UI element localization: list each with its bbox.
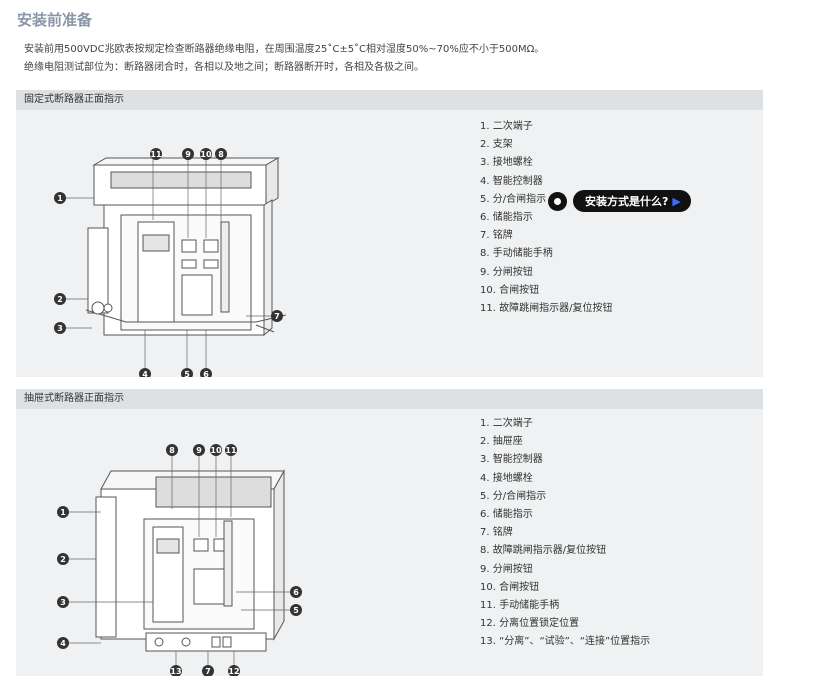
- record-icon[interactable]: [548, 191, 567, 211]
- fixed-callout-1: 1: [54, 192, 66, 204]
- drawout-callout-4: 4: [57, 637, 69, 649]
- svg-text:6: 6: [203, 370, 209, 377]
- drawout-callout-10: 10: [210, 444, 222, 456]
- drawout-callout-11: 11: [225, 444, 237, 456]
- list-item: 2. 抽屉座: [480, 436, 523, 448]
- list-item: 8. 故障跳闸指示器/复位按钮: [480, 545, 607, 557]
- drawout-parts-list: 1. 二次端子 2. 抽屉座 3. 智能控制器 4. 接地螺栓 5. 分/合闸指…: [480, 415, 650, 652]
- drawout-callout-8: 8: [166, 444, 178, 456]
- svg-text:10: 10: [210, 446, 222, 455]
- svg-text:9: 9: [196, 446, 202, 455]
- intro-line-1: 安装前用500VDC兆欧表按规定检查断路器绝缘电阻，在周围温度25˚C±5˚C相…: [24, 44, 545, 55]
- list-item: 1. 二次端子: [480, 121, 533, 132]
- svg-text:11: 11: [225, 446, 237, 455]
- fixed-callout-5: 5: [181, 368, 193, 377]
- drawout-callout-13: 13: [170, 665, 182, 676]
- fixed-panel-header: 固定式断路器正面指示: [16, 90, 763, 110]
- list-item: 12. 分离位置锁定位置: [480, 618, 580, 630]
- list-item: 7. 铭牌: [480, 230, 513, 242]
- list-item: 3. 智能控制器: [480, 454, 543, 466]
- fixed-callout-8: 8: [215, 148, 227, 160]
- list-item: 5. 分/合闸指示: [480, 193, 547, 205]
- fixed-callout-3: 3: [54, 322, 66, 334]
- fixed-breaker-diagram: 11 9 10 8 1 2 3 7 4 5 6: [54, 148, 287, 377]
- list-item: 10. 合闸按钮: [480, 581, 540, 593]
- list-item: 5. 分/合闸指示: [480, 490, 547, 502]
- drawout-leader-lines: [68, 455, 291, 667]
- svg-text:4: 4: [142, 370, 148, 377]
- intro-line-2: 绝缘电阻测试部位为：断路器闭合时，各相以及地之间；断路器断开时，各相及各极之间。: [24, 62, 424, 73]
- play-arrow-icon: ▶: [672, 194, 681, 208]
- fixed-breaker-panel: 固定式断路器正面指示: [16, 90, 763, 377]
- drawout-breaker-panel: 抽屉式断路器正面指示: [16, 389, 763, 676]
- svg-text:8: 8: [218, 150, 224, 159]
- fixed-callout-10: 10: [200, 148, 212, 160]
- drawout-callout-12: 12: [228, 665, 240, 676]
- svg-text:3: 3: [57, 324, 63, 333]
- drawout-panel-header: 抽屉式断路器正面指示: [16, 389, 763, 409]
- svg-text:9: 9: [185, 150, 191, 159]
- fixed-callout-4: 4: [139, 368, 151, 377]
- svg-text:1: 1: [60, 508, 66, 517]
- list-item: 10. 合闸按钮: [480, 284, 540, 296]
- drawout-callout-7: 7: [202, 665, 214, 676]
- drawout-callout-6: 6: [290, 586, 302, 598]
- svg-text:11: 11: [150, 150, 162, 159]
- drawout-callout-3: 3: [57, 596, 69, 608]
- svg-text:7: 7: [205, 667, 211, 676]
- list-item: 11. 故障跳闸指示器/复位按钮: [480, 303, 613, 315]
- drawout-callout-2: 2: [57, 553, 69, 565]
- drawout-callout-1: 1: [57, 506, 69, 518]
- fixed-breaker-illustration: [85, 157, 287, 337]
- list-item: 11. 手动储能手柄: [480, 600, 560, 612]
- ask-question-label: 安装方式是什么?: [585, 195, 669, 208]
- list-item: 4. 智能控制器: [480, 175, 543, 187]
- list-item: 3. 接地螺栓: [480, 157, 533, 169]
- svg-text:8: 8: [169, 446, 175, 455]
- svg-text:2: 2: [60, 555, 66, 564]
- list-item: 13. “分离”、“试验”、“连接”位置指示: [480, 636, 651, 648]
- fixed-callout-11: 11: [150, 148, 162, 160]
- svg-text:13: 13: [170, 667, 181, 676]
- svg-text:4: 4: [60, 639, 66, 648]
- list-item: 9. 分闸按钮: [480, 266, 533, 278]
- ask-question-button[interactable]: 安装方式是什么? ▶: [573, 190, 691, 212]
- svg-text:1: 1: [57, 194, 63, 203]
- list-item: 9. 分闸按钮: [480, 563, 533, 575]
- drawout-breaker-diagram: 8 9 10 11 1 2 3 4 6 5 13 7 12: [57, 444, 302, 676]
- svg-text:3: 3: [60, 598, 66, 607]
- intro-text: 安装前用500VDC兆欧表按规定检查断路器绝缘电阻，在周围温度25˚C±5˚C相…: [24, 41, 544, 77]
- list-item: 6. 储能指示: [480, 509, 533, 521]
- svg-text:6: 6: [293, 588, 299, 597]
- list-item: 8. 手动储能手柄: [480, 248, 553, 260]
- svg-text:5: 5: [184, 370, 190, 377]
- svg-text:5: 5: [293, 606, 299, 615]
- svg-text:2: 2: [57, 295, 63, 304]
- drawout-breaker-illustration: [95, 469, 285, 652]
- fixed-callout-7: 7: [271, 310, 283, 322]
- svg-text:10: 10: [200, 150, 212, 159]
- svg-text:12: 12: [228, 667, 239, 676]
- fixed-parts-list: 1. 二次端子 2. 支架 3. 接地螺栓 4. 智能控制器 5. 分/合闸指示…: [480, 118, 612, 318]
- drawout-callout-5: 5: [290, 604, 302, 616]
- list-item: 7. 铭牌: [480, 527, 513, 539]
- list-item: 2. 支架: [480, 139, 513, 151]
- fixed-leader-lines: [65, 159, 272, 370]
- list-item: 1. 二次端子: [480, 418, 533, 429]
- page-title: 安装前准备: [17, 11, 93, 29]
- list-item: 6. 储能指示: [480, 212, 533, 224]
- list-item: 4. 接地螺栓: [480, 472, 533, 484]
- fixed-callout-9: 9: [182, 148, 194, 160]
- ask-question-widget[interactable]: 安装方式是什么? ▶: [548, 190, 691, 212]
- svg-text:7: 7: [274, 312, 280, 321]
- drawout-callout-9: 9: [193, 444, 205, 456]
- fixed-callout-2: 2: [54, 293, 66, 305]
- fixed-callout-6: 6: [200, 368, 212, 377]
